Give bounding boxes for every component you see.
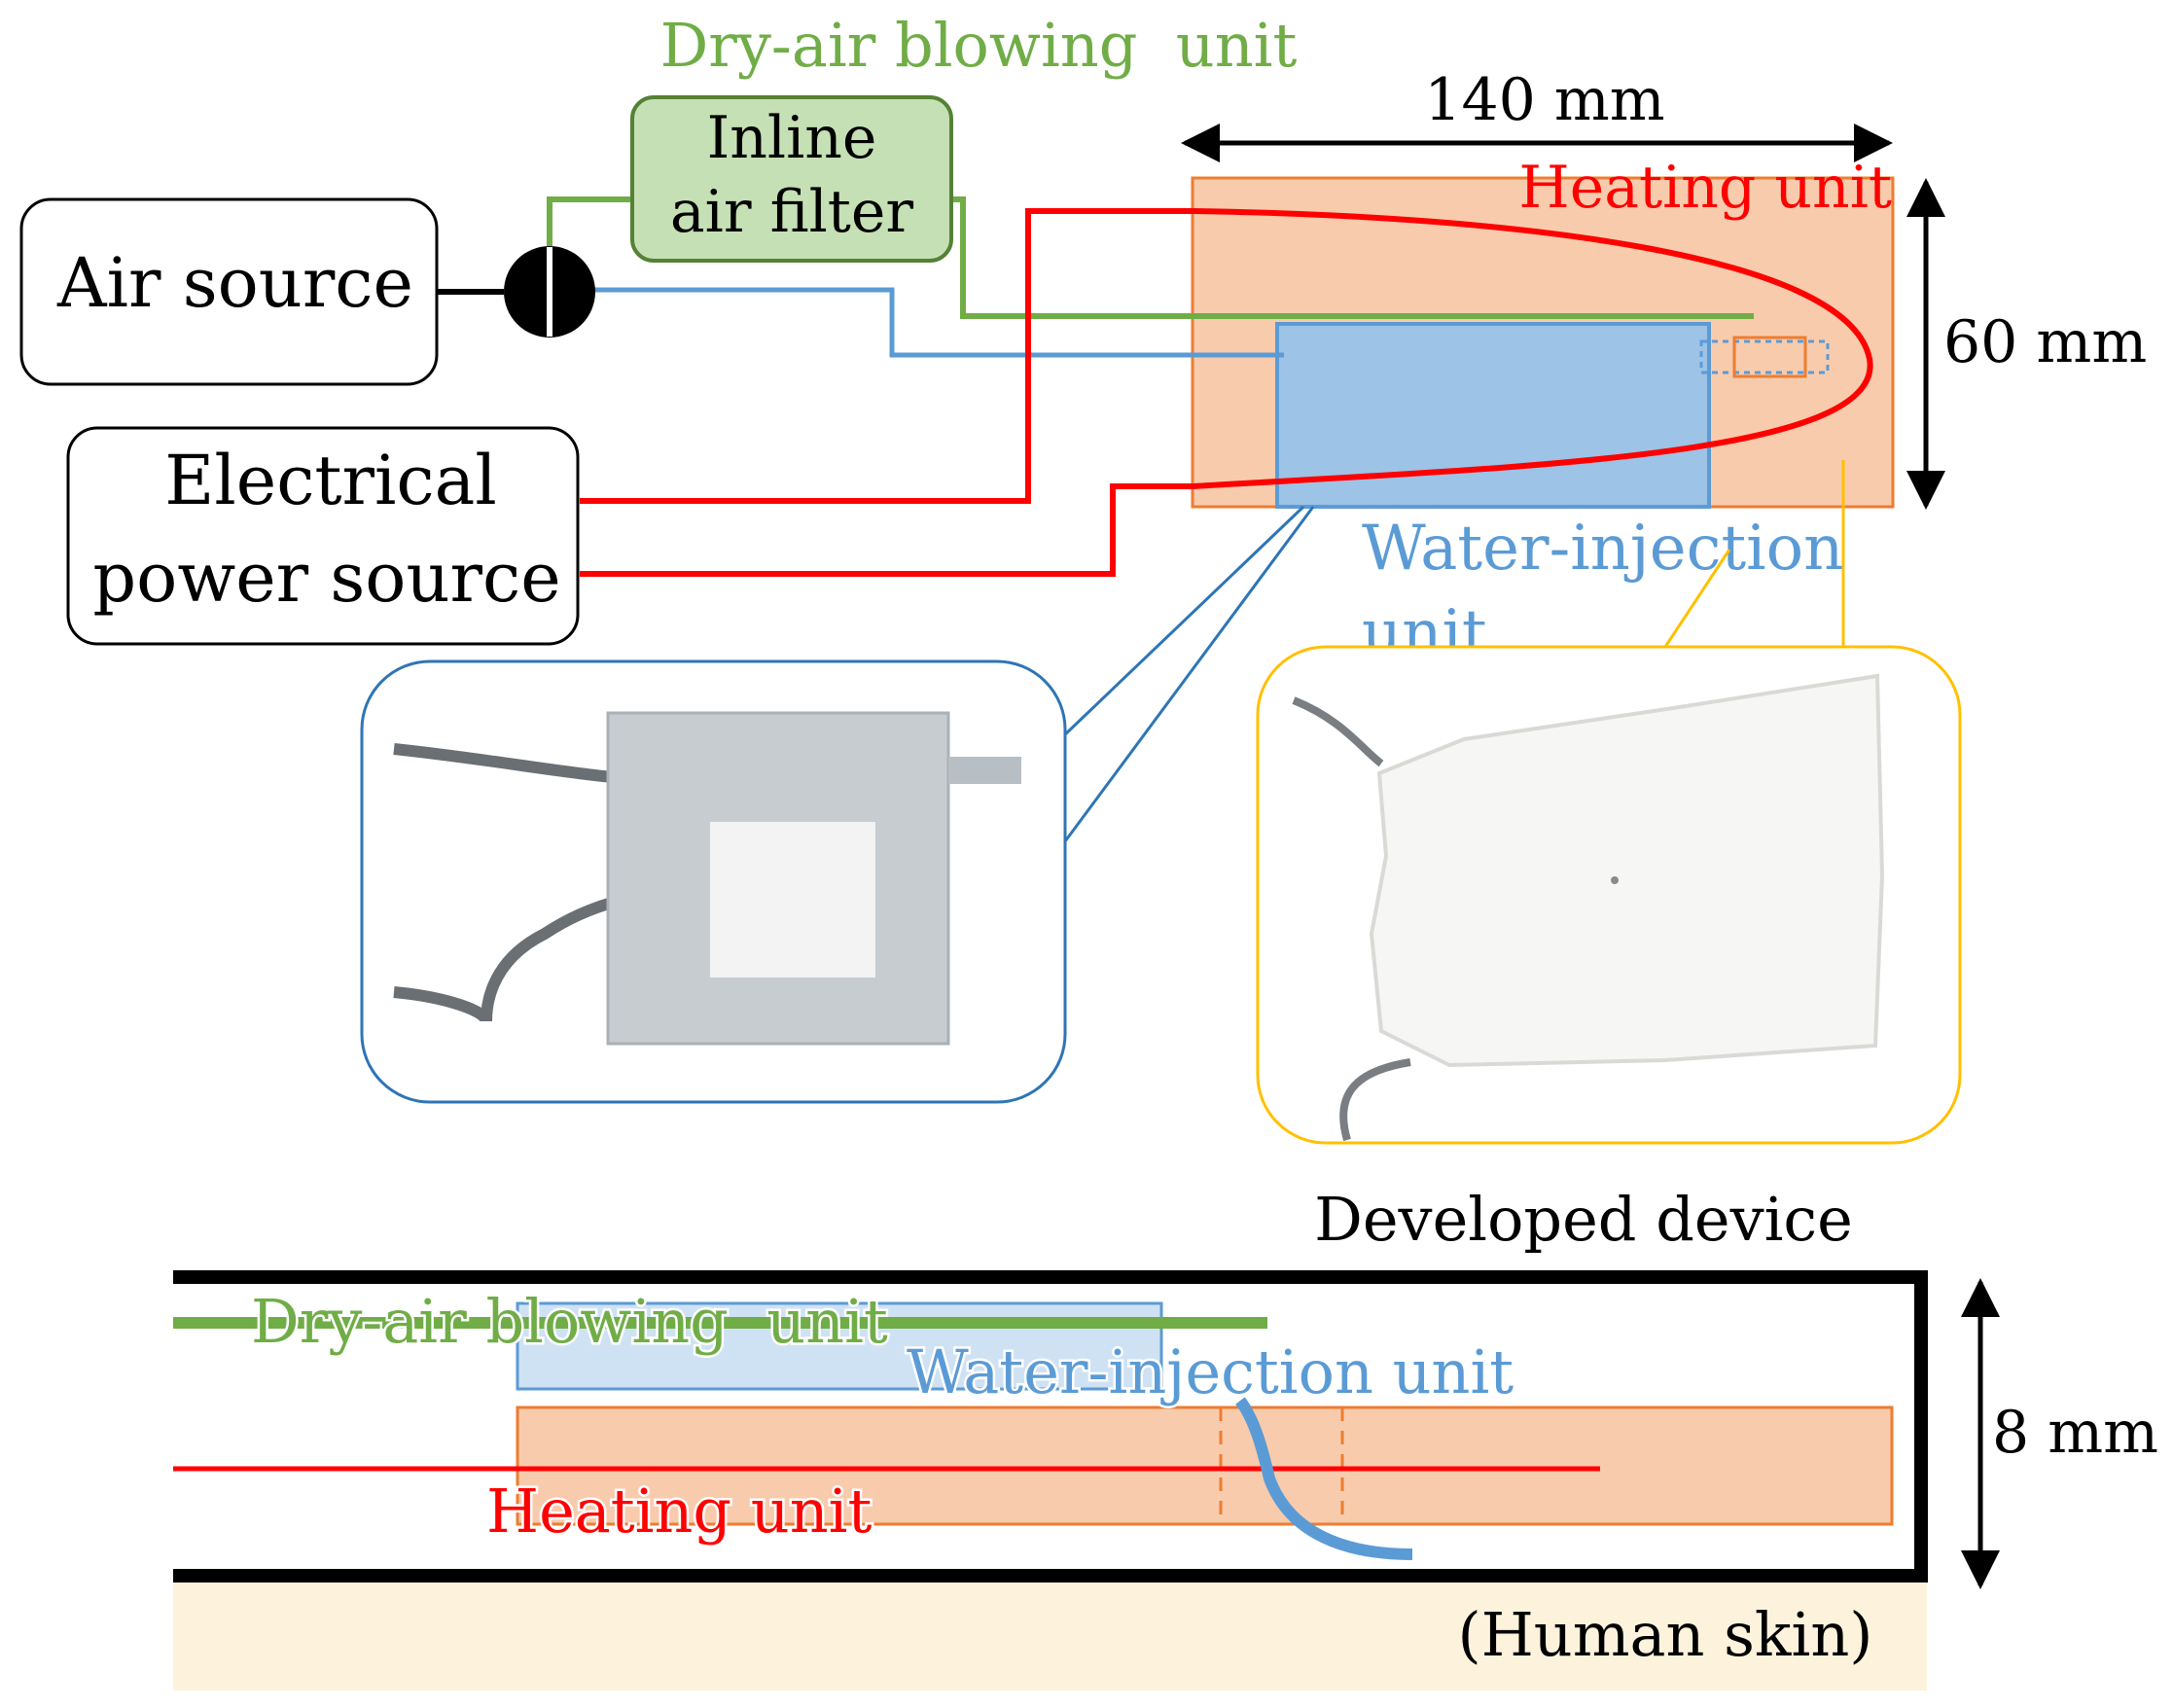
bottom-dry-air-label: Dry-air blowing unit — [251, 1286, 888, 1357]
water-injection-label-1: Water-injection — [1362, 513, 1843, 585]
bottom-heating-label: Heating unit — [486, 1476, 872, 1547]
power-label-1: Electrical — [164, 441, 496, 520]
power-source-box — [66, 426, 580, 646]
dry-air-line-out — [951, 196, 1754, 319]
dry-air-title: Dry-air blowing unit — [660, 10, 1298, 81]
height-dimension-label: 60 mm — [1943, 308, 2147, 376]
width-dimension-label: 140 mm — [1424, 66, 1664, 134]
filter-label-1: Inline — [707, 104, 877, 172]
water-line — [593, 287, 1284, 358]
air-source-label: Air source — [56, 243, 413, 323]
blue-callout-line-2 — [1063, 506, 1315, 842]
filter-label-2: air filter — [670, 178, 914, 246]
human-skin-band — [173, 1582, 1927, 1690]
heating-wire — [580, 208, 1873, 577]
bottom-water-label: Water-injection unit — [907, 1336, 1514, 1407]
bottom-water-tube — [1235, 1397, 1413, 1560]
heating-unit-photo — [1292, 673, 1885, 1142]
bottom-heating-panel — [516, 1406, 1894, 1526]
yellow-callout-line-1 — [1663, 549, 1731, 648]
blue-callout-line-1 — [1061, 505, 1305, 738]
heating-unit-label: Heating unit — [1518, 154, 1892, 222]
valve-icon — [504, 246, 595, 338]
device-outline — [173, 1270, 1928, 1583]
nozzle-tip — [1732, 336, 1807, 378]
inline-air-filter-box — [630, 95, 953, 263]
power-label-2: power source — [92, 538, 560, 618]
developed-device-label: Developed device — [1314, 1184, 1853, 1255]
thickness-dimension-label: 8 mm — [1992, 1399, 2158, 1467]
human-skin-label: (Human skin) — [1458, 1599, 1873, 1670]
water-injection-unit-photo — [393, 711, 1021, 1046]
nozzle-outline — [1699, 339, 1830, 374]
